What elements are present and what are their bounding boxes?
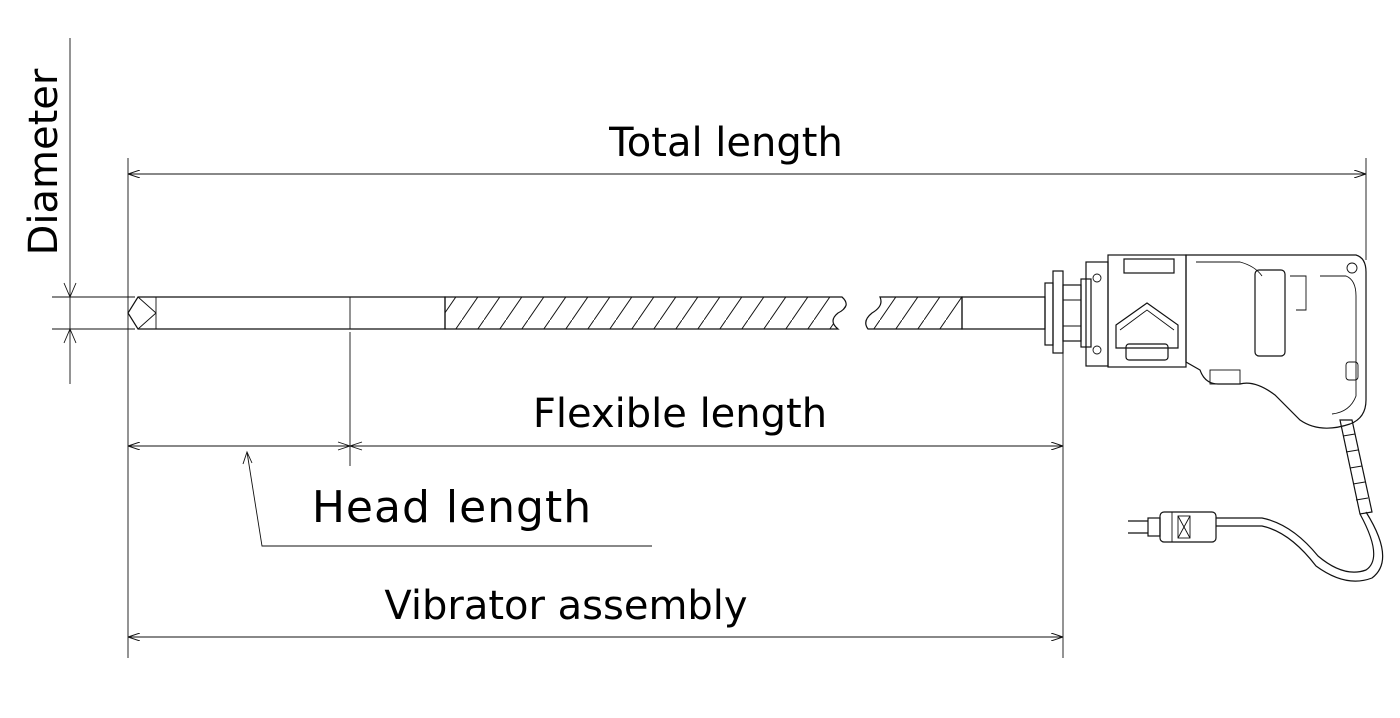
vibrator-assembly-label: Vibrator assembly bbox=[384, 583, 747, 629]
dimension-vibrator-assembly: Vibrator assembly bbox=[128, 583, 1063, 637]
power-cord bbox=[1216, 511, 1384, 582]
flexible-shaft bbox=[444, 296, 1046, 330]
flexible-length-label: Flexible length bbox=[533, 391, 827, 437]
total-length-label: Total length bbox=[608, 120, 843, 166]
power-plug-icon bbox=[1128, 511, 1217, 543]
vibrator-head bbox=[127, 296, 446, 330]
head-length-label: Head length bbox=[312, 482, 592, 533]
dimension-head-length: Head length bbox=[242, 450, 652, 547]
dimension-total-length: Total length bbox=[128, 120, 1366, 174]
diameter-label: Diameter bbox=[21, 68, 67, 255]
motor-unit-icon bbox=[1044, 254, 1373, 515]
extension-lines bbox=[52, 158, 1367, 658]
dimension-diameter: Diameter bbox=[21, 38, 77, 384]
dimension-flexible-length: Flexible length bbox=[128, 391, 1063, 451]
